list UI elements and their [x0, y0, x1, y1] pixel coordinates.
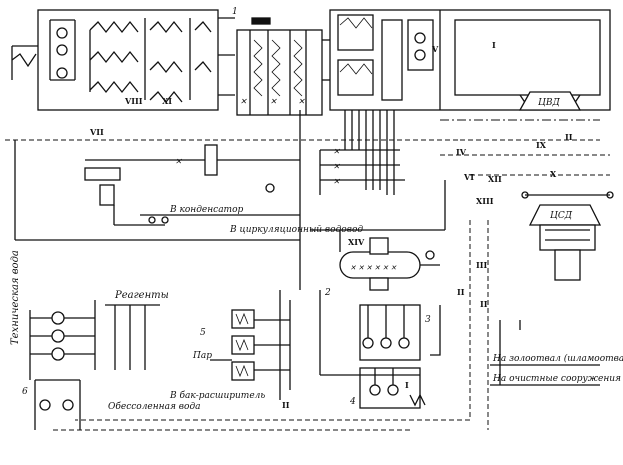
- callout-3: 3: [425, 315, 431, 325]
- roman-II-b: II: [457, 287, 465, 297]
- parallel-pipes: ✕ ✕ ✕: [319, 110, 405, 195]
- callout-2: 2: [324, 288, 331, 298]
- svg-text:✕: ✕: [270, 97, 277, 106]
- callout-5: 5: [200, 328, 206, 338]
- svg-text:✕ ✕ ✕ ✕ ✕ ✕: ✕ ✕ ✕ ✕ ✕ ✕: [350, 264, 397, 272]
- heater-bank-frame: [11, 9, 235, 111]
- label-mp-cylinder: ЦСД: [550, 211, 573, 221]
- roman-X: X: [550, 169, 557, 179]
- roman-VII: VII: [89, 127, 104, 137]
- roman-VIII: VIII: [124, 96, 143, 106]
- roman-V: V: [431, 44, 439, 54]
- heat-exchangers: [210, 290, 291, 400]
- label-desalted-water: Обессоленная вода: [108, 401, 201, 412]
- roman-III: III: [476, 260, 487, 270]
- svg-text:✕: ✕: [333, 147, 340, 156]
- label-steam: Пар: [192, 351, 212, 361]
- condenser-block: ✕ ✕ ✕: [236, 17, 330, 116]
- roman-XI: XI: [162, 96, 172, 106]
- label-hp-cylinder: ЦВД: [538, 98, 560, 108]
- roman-I-bottom: I: [405, 380, 409, 390]
- roman-II-d: II: [282, 400, 290, 410]
- roman-I-top: I: [492, 40, 496, 50]
- dashed-lines: [5, 119, 610, 431]
- svg-text:✕: ✕: [175, 157, 182, 166]
- label-tech-water: Техническая вода: [10, 250, 21, 345]
- roman-II-a: II: [565, 132, 573, 142]
- right-heater-group: [329, 9, 611, 111]
- roman-IX: IX: [536, 140, 547, 150]
- label-reagents: Реагенты: [114, 290, 169, 301]
- label-to-expander-tank: В бак-расширитель: [169, 390, 265, 401]
- deaerator-vessel: ✕ ✕ ✕ ✕ ✕ ✕: [310, 180, 446, 376]
- roman-XIV: XIV: [348, 237, 365, 247]
- svg-text:✕: ✕: [333, 177, 340, 186]
- svg-text:✕: ✕: [298, 97, 305, 106]
- callout-6: 6: [22, 387, 28, 397]
- roman-II-c: II: [480, 299, 488, 309]
- roman-IV: IV: [456, 147, 467, 157]
- reagent-area: [29, 300, 160, 430]
- label-to-circulating-water: В циркуляционный водовод: [229, 225, 363, 235]
- label-to-condensate: В конденсатор: [169, 205, 244, 215]
- svg-text:✕: ✕: [240, 97, 247, 106]
- callout-1: 1: [232, 7, 238, 17]
- pump-group: [359, 304, 426, 409]
- label-to-treatment: На очистные сооружения: [492, 374, 621, 384]
- roman-XII: XII: [488, 174, 502, 184]
- turbine-area: [521, 191, 614, 281]
- outlets: [430, 305, 600, 386]
- roman-XIII: XIII: [476, 196, 494, 206]
- label-to-ash-dump: На золоотвал (шламоотвал): [492, 353, 623, 364]
- roman-VI: VI: [463, 172, 474, 182]
- callout-4: 4: [349, 397, 356, 407]
- main-left-loop: ✕: [14, 110, 301, 290]
- svg-text:✕: ✕: [333, 162, 340, 171]
